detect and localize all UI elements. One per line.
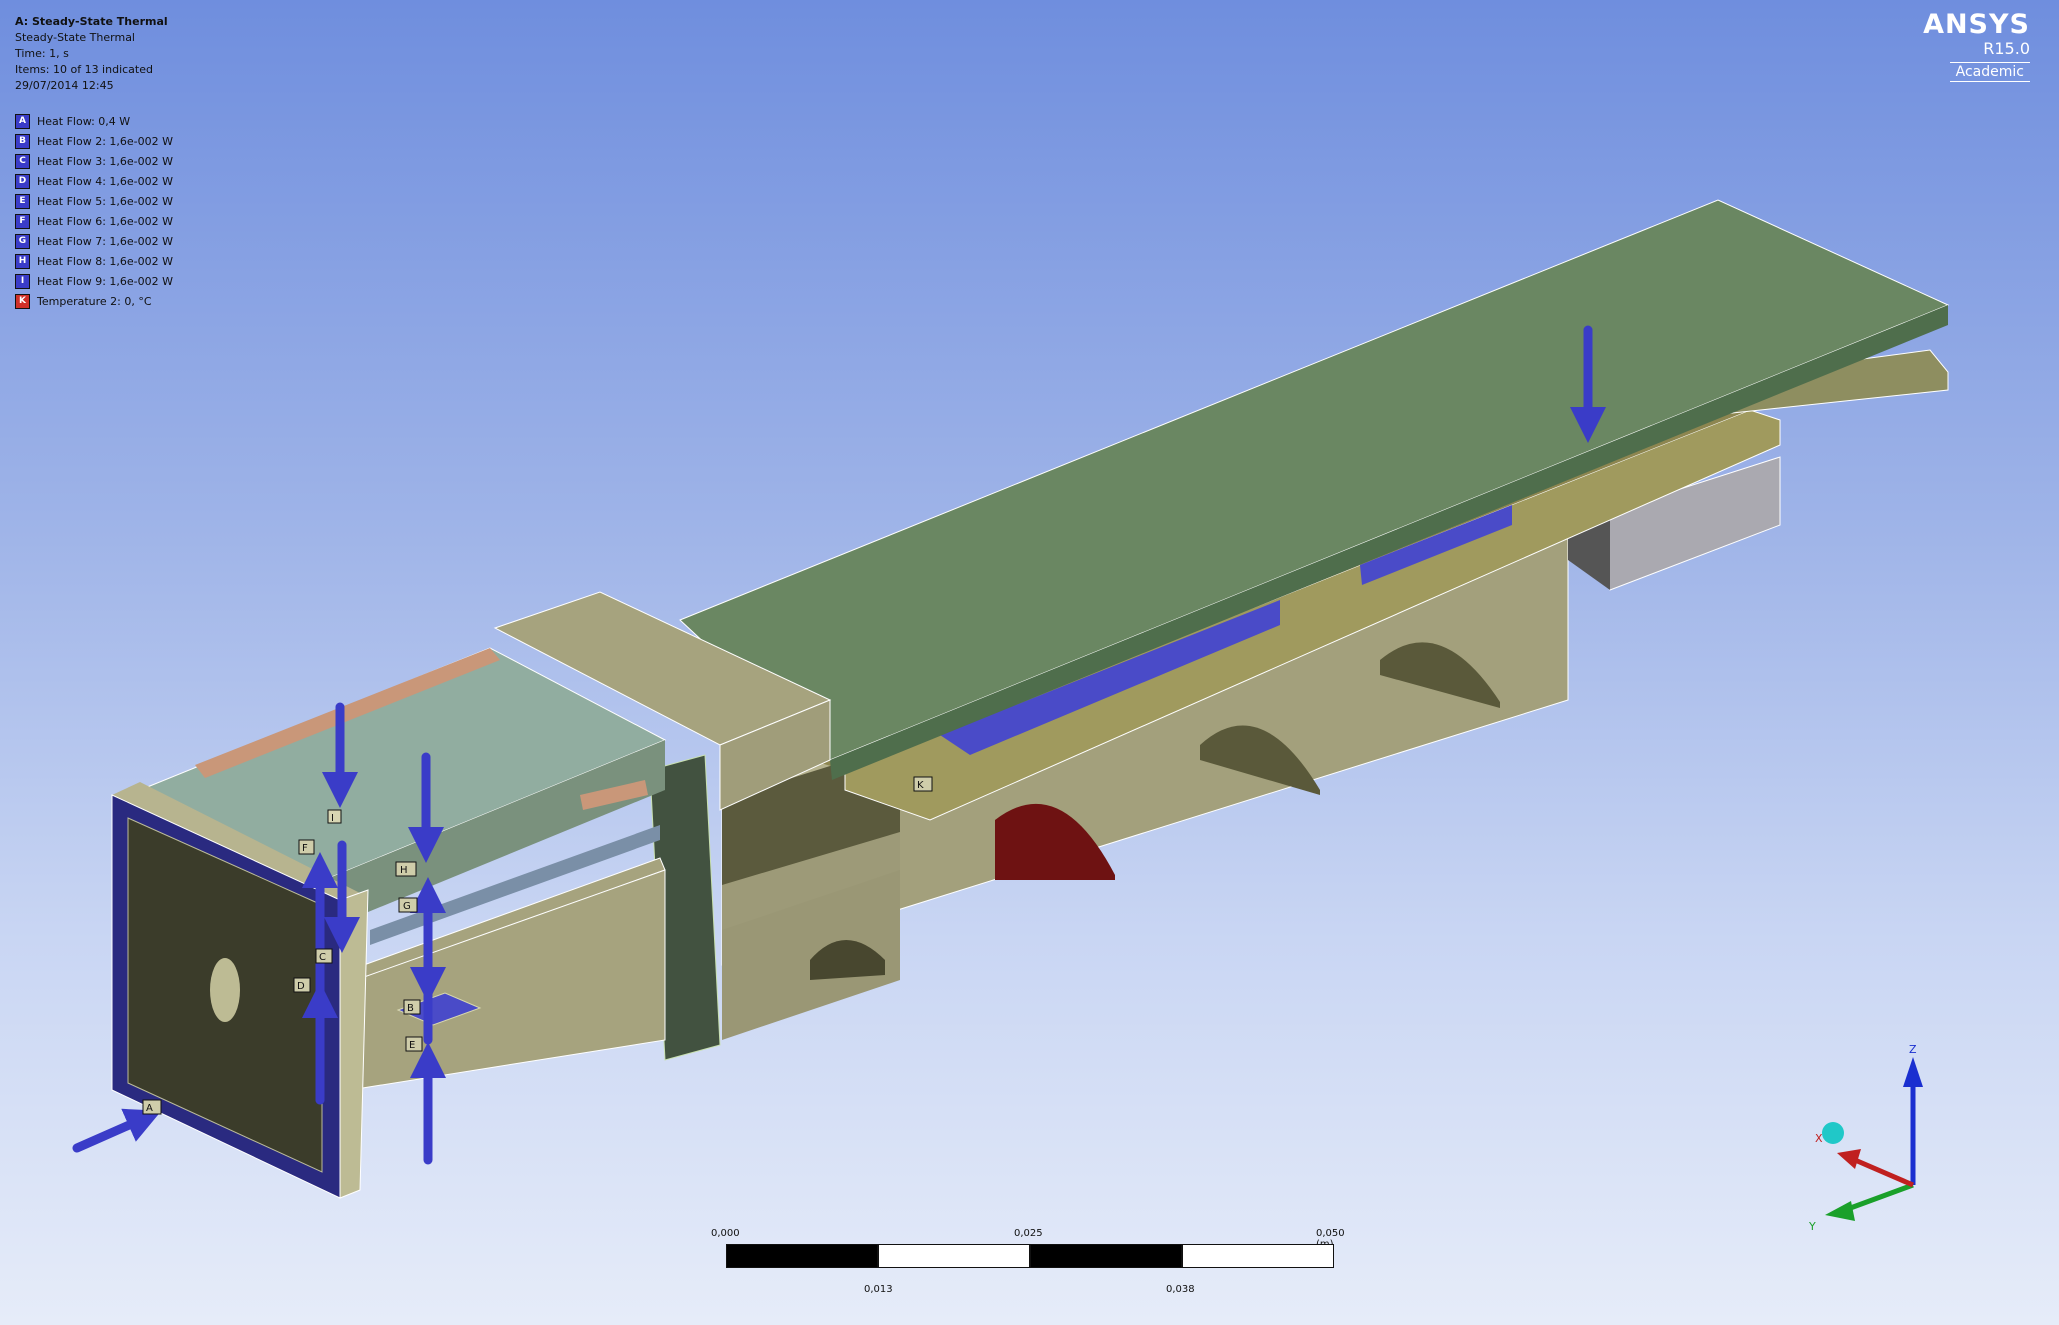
- tag-k: K: [913, 776, 933, 792]
- tag-d: D: [293, 977, 311, 993]
- legend-item-a: A Heat Flow: 0,4 W: [15, 111, 173, 131]
- heater-strip-1[interactable]: [940, 600, 1280, 755]
- scale-label-1: 0,025: [1014, 1228, 1043, 1239]
- legend-swatch: K: [15, 293, 30, 309]
- tag-h: H: [395, 861, 417, 877]
- ansys-logo: ANSYS R15.0 Academic: [1923, 10, 2030, 82]
- items-indicated: Items: 10 of 13 indicated: [15, 63, 153, 76]
- tag-f: F: [298, 839, 315, 855]
- scale-seg-2: [878, 1244, 1030, 1268]
- heater-strip-2[interactable]: [1360, 505, 1512, 585]
- load-legend: A Heat Flow: 0,4 W B Heat Flow 2: 1,6e-002 …: [15, 111, 173, 311]
- tag-e: E: [405, 1036, 423, 1052]
- analysis-time: Time: 1, s: [15, 47, 69, 60]
- legend-label: Heat Flow 2: 1,6e-002 W: [37, 134, 173, 148]
- logo-edition: Academic: [1949, 62, 2030, 82]
- svg-text:C: C: [319, 952, 326, 963]
- svg-text:A: A: [146, 1103, 153, 1114]
- front-plate[interactable]: [111, 782, 369, 1199]
- legend-label: Heat Flow 7: 1,6e-002 W: [37, 234, 173, 248]
- scale-seg-1: [726, 1244, 878, 1268]
- legend-label: Heat Flow 9: 1,6e-002 W: [37, 274, 173, 288]
- legend-label: Heat Flow 5: 1,6e-002 W: [37, 194, 173, 208]
- scale-label-3: 0,013: [864, 1284, 893, 1295]
- svg-text:I: I: [331, 813, 334, 824]
- legend-swatch: G: [15, 233, 30, 249]
- legend-swatch: I: [15, 273, 30, 289]
- analysis-info: A: Steady-State Thermal Steady-State The…: [15, 14, 168, 94]
- scale-seg-3: [1030, 1244, 1182, 1268]
- svg-text:H: H: [400, 865, 408, 876]
- legend-item-g: G Heat Flow 7: 1,6e-002 W: [15, 231, 173, 251]
- svg-text:F: F: [302, 843, 308, 854]
- legend-item-f: F Heat Flow 6: 1,6e-002 W: [15, 211, 173, 231]
- svg-text:E: E: [409, 1040, 415, 1051]
- scale-label-4: 0,038: [1166, 1284, 1195, 1295]
- legend-label: Heat Flow 8: 1,6e-002 W: [37, 254, 173, 268]
- legend-item-h: H Heat Flow 8: 1,6e-002 W: [15, 251, 173, 271]
- axis-triad[interactable]: Z Y X: [1795, 1045, 1955, 1245]
- spacer-block[interactable]: [493, 591, 832, 811]
- scale-label-0: 0,000: [711, 1228, 740, 1239]
- legend-swatch: E: [15, 193, 30, 209]
- svg-text:D: D: [297, 981, 305, 992]
- analysis-type: Steady-State Thermal: [15, 31, 135, 44]
- legend-swatch: F: [15, 213, 30, 229]
- legend-label: Heat Flow 6: 1,6e-002 W: [37, 214, 173, 228]
- isometric-view-icon: [1822, 1122, 1844, 1144]
- scale-seg-4: [1182, 1244, 1334, 1268]
- tag-g: G: [398, 897, 418, 913]
- legend-swatch: H: [15, 253, 30, 269]
- legend-swatch: D: [15, 173, 30, 189]
- legend-item-d: D Heat Flow 4: 1,6e-002 W: [15, 171, 173, 191]
- svg-text:B: B: [407, 1003, 414, 1014]
- analysis-title: A: Steady-State Thermal: [15, 15, 168, 28]
- tag-c: C: [315, 948, 333, 964]
- legend-label: Heat Flow: 0,4 W: [37, 114, 131, 128]
- load-tags: I F H G C D B E A K: [142, 776, 933, 1115]
- heat-flow-arrows: [72, 325, 1606, 1165]
- legend-item-b: B Heat Flow 2: 1,6e-002 W: [15, 131, 173, 151]
- svg-text:G: G: [403, 901, 411, 912]
- tag-a: A: [142, 1099, 162, 1115]
- legend-item-c: C Heat Flow 3: 1,6e-002 W: [15, 151, 173, 171]
- legend-item-k: K Temperature 2: 0, °C: [15, 291, 173, 311]
- y-axis-icon: [1844, 1182, 1914, 1213]
- analysis-date: 29/07/2014 12:45: [15, 79, 114, 92]
- tag-b: B: [403, 999, 421, 1015]
- legend-item-e: E Heat Flow 5: 1,6e-002 W: [15, 191, 173, 211]
- legend-swatch: A: [15, 113, 30, 129]
- scale-bar: 0,000 0,025 0,050 (m) 0,013 0,038: [711, 1228, 1345, 1295]
- x-axis-icon: [1854, 1157, 1914, 1188]
- x-axis-label: X: [1815, 1132, 1823, 1145]
- legend-item-i: I Heat Flow 9: 1,6e-002 W: [15, 271, 173, 291]
- z-axis-label: Z: [1909, 1045, 1917, 1056]
- legend-swatch: C: [15, 153, 30, 169]
- legend-label: Temperature 2: 0, °C: [37, 294, 152, 308]
- y-axis-label: Y: [1808, 1220, 1816, 1233]
- svg-text:K: K: [917, 780, 924, 791]
- tag-i: I: [327, 809, 342, 824]
- legend-swatch: B: [15, 133, 30, 149]
- logo-version: R15.0: [1983, 39, 2030, 58]
- legend-label: Heat Flow 3: 1,6e-002 W: [37, 154, 173, 168]
- legend-label: Heat Flow 4: 1,6e-002 W: [37, 174, 173, 188]
- logo-brand: ANSYS: [1923, 9, 2030, 40]
